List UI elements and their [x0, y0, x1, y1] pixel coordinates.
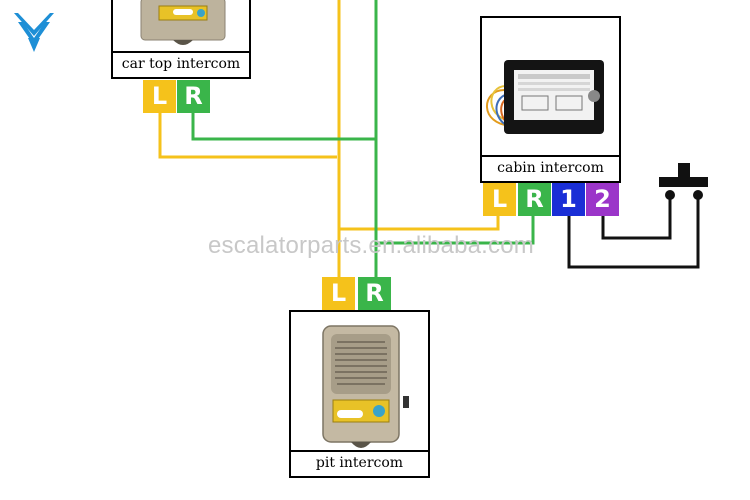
car-top-l-terminal: L: [143, 80, 176, 113]
chevron-logo-icon: [14, 13, 54, 52]
cabin-r-terminal: R: [518, 183, 551, 216]
car-top-r-terminal: R: [177, 80, 210, 113]
pit-intercom-label: pit intercom: [291, 450, 428, 476]
r-wires: [191, 0, 535, 278]
cabin-l-terminal: L: [483, 183, 516, 216]
cabin-intercom-label: cabin intercom: [482, 155, 619, 181]
cabin-intercom-unit-icon: [486, 60, 604, 134]
push-button-switch-icon: [659, 163, 708, 200]
car-top-intercom-box: car top intercom: [111, 0, 251, 79]
intercom-speaker-icon: [140, 0, 226, 45]
cabin-2-terminal: 2: [586, 183, 619, 216]
cabin-1-terminal: 1: [552, 183, 585, 216]
switch-wires: [567, 193, 700, 269]
pit-l-terminal: L: [322, 277, 355, 310]
pit-r-terminal: R: [358, 277, 391, 310]
pit-intercom-box: pit intercom: [289, 310, 430, 478]
intercom-speaker-icon: [322, 325, 409, 448]
car-top-intercom-label: car top intercom: [113, 51, 249, 77]
cabin-intercom-box: cabin intercom: [480, 16, 621, 183]
